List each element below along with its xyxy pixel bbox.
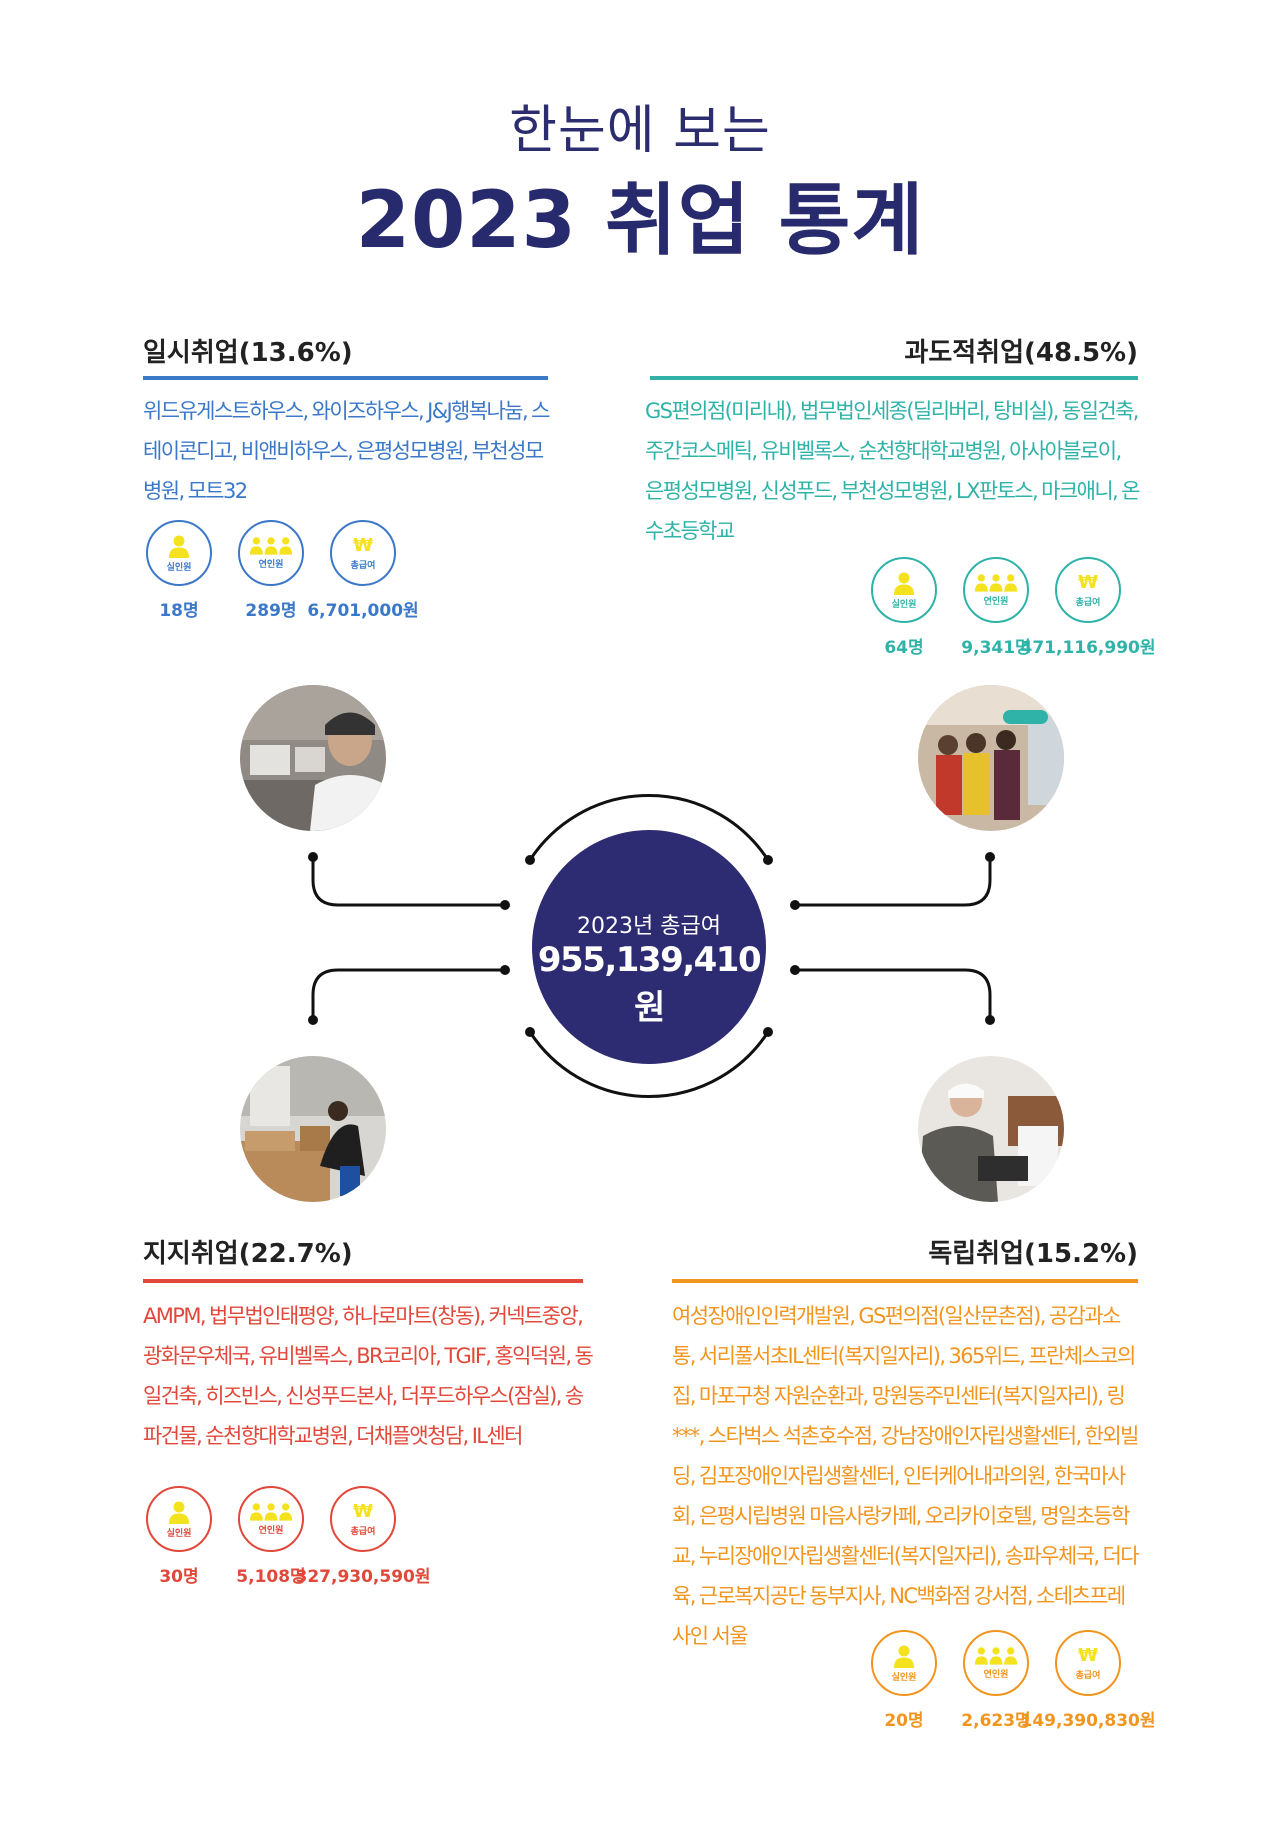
section-title-transitional: 과도적취업(48.5%) (904, 338, 1138, 368)
person-icon (892, 1644, 916, 1668)
stat-employees: 실인원 30명 (143, 1486, 215, 1587)
employees-badge: 실인원 (146, 1486, 212, 1552)
cumulative-value: 2,623명 (961, 1711, 1031, 1731)
employees-label: 실인원 (166, 562, 192, 573)
section-title-independent: 독립취업(15.2%) (928, 1239, 1138, 1269)
salary-value: 471,116,990원 (1020, 638, 1156, 658)
cumulative-badge: 연인원 (238, 520, 304, 586)
salary-badge: ₩ 총급여 (1055, 1630, 1121, 1696)
cumulative-value: 9,341명 (961, 638, 1031, 658)
photo-independent-work (918, 1056, 1064, 1202)
cumulative-label: 연인원 (258, 1526, 284, 1536)
section-rule-temporary (143, 376, 548, 380)
stat-cumulative: 연인원 9,341명 (960, 557, 1032, 658)
salary-value: 6,701,000원 (307, 601, 419, 621)
won-icon: ₩ (1078, 1644, 1098, 1666)
salary-label: 총급여 (350, 560, 376, 571)
group-icon (249, 1502, 293, 1521)
employees-label: 실인원 (891, 1672, 917, 1683)
stat-employees: 실인원 20명 (868, 1630, 940, 1731)
employees-value: 30명 (159, 1567, 199, 1587)
employees-label: 실인원 (891, 599, 917, 610)
salary-badge: ₩ 총급여 (1055, 557, 1121, 623)
section-rule-transitional (650, 376, 1138, 380)
section-title-temporary: 일시취업(13.6%) (143, 338, 353, 368)
section-title-supported: 지지취업(22.7%) (143, 1239, 353, 1269)
employees-value: 20명 (884, 1711, 924, 1731)
employees-value: 18명 (159, 601, 199, 621)
employees-badge: 실인원 (146, 520, 212, 586)
section-rule-supported (143, 1279, 583, 1283)
cumulative-label: 연인원 (983, 1670, 1009, 1680)
cumulative-badge: 연인원 (963, 557, 1029, 623)
won-icon: ₩ (353, 1500, 373, 1522)
stats-supported: 실인원 30명 연인원 5,108명 ₩ 총급여 327,930,590원 (143, 1486, 431, 1587)
employees-value: 64명 (884, 638, 924, 658)
stat-cumulative: 연인원 5,108명 (235, 1486, 307, 1587)
cumulative-label: 연인원 (258, 560, 284, 570)
salary-label: 총급여 (350, 1526, 376, 1537)
salary-label: 총급여 (1075, 1670, 1101, 1681)
person-icon (167, 1500, 191, 1524)
employees-label: 실인원 (166, 1528, 192, 1539)
stat-cumulative: 연인원 289명 (235, 520, 307, 621)
stats-transitional: 실인원 64명 연인원 9,341명 ₩ 총급여 471,116,990원 (868, 557, 1156, 658)
ring-arc-bottom (528, 1031, 770, 1098)
stat-employees: 실인원 18명 (143, 520, 215, 621)
won-icon: ₩ (353, 534, 373, 556)
connector-bottom-right (795, 968, 992, 1020)
page-title: 2023 취업 통계 (355, 176, 925, 266)
cumulative-value: 289명 (245, 601, 297, 621)
group-icon (974, 1646, 1018, 1665)
cumulative-label: 연인원 (983, 597, 1009, 607)
stats-independent: 실인원 20명 연인원 2,623명 ₩ 총급여 149,390,830원 (868, 1630, 1156, 1731)
won-icon: ₩ (1078, 571, 1098, 593)
photo-supported-work (240, 1056, 386, 1202)
stat-salary: ₩ 총급여 6,701,000원 (307, 520, 419, 621)
salary-badge: ₩ 총급여 (330, 520, 396, 586)
section-desc-temporary: 위드유게스트하우스, 와이즈하우스, J&J행복나눔, 스테이콘디고, 비앤비하… (143, 399, 550, 503)
section-desc-independent: 여성장애인인력개발원, GS편의점(일산문촌점), 공감과소통, 서리풀서초IL… (672, 1304, 1140, 1648)
salary-label: 총급여 (1075, 597, 1101, 608)
employees-badge: 실인원 (871, 557, 937, 623)
stat-salary: ₩ 총급여 149,390,830원 (1021, 1630, 1156, 1731)
section-desc-supported: AMPM, 법무법인태평양, 하나로마트(창동), 커넥트중앙, 광화문우체국,… (143, 1304, 594, 1448)
stat-salary: ₩ 총급여 471,116,990원 (1021, 557, 1156, 658)
section-desc-transitional: GS편의점(미리내), 법무법인세종(딜리버리, 탕비실), 동일건축, 주간코… (645, 399, 1141, 543)
cumulative-value: 5,108명 (236, 1567, 306, 1587)
section-rule-independent (672, 1279, 1138, 1283)
stat-salary: ₩ 총급여 327,930,590원 (296, 1486, 431, 1587)
ring-arc-top (528, 794, 770, 861)
photo-temporary-work (240, 685, 386, 831)
salary-value: 327,930,590원 (295, 1567, 431, 1587)
stat-cumulative: 연인원 2,623명 (960, 1630, 1032, 1731)
salary-value: 149,390,830원 (1020, 1711, 1156, 1731)
stat-employees: 실인원 64명 (868, 557, 940, 658)
total-salary-circle: 2023년 총급여 955,139,410원 (532, 830, 766, 1064)
connector-top-left (311, 857, 505, 907)
total-salary-value: 955,139,410원 (537, 940, 762, 1028)
photo-transitional-work (918, 685, 1064, 831)
connector-bottom-left (311, 968, 505, 1020)
total-salary-label: 2023년 총급여 (577, 914, 721, 939)
connector-top-right (795, 857, 992, 907)
stats-temporary: 실인원 18명 연인원 289명 ₩ 총급여 6,701,000원 (143, 520, 419, 621)
employees-badge: 실인원 (871, 1630, 937, 1696)
page-subtitle: 한눈에 보는 (509, 101, 771, 161)
salary-badge: ₩ 총급여 (330, 1486, 396, 1552)
cumulative-badge: 연인원 (963, 1630, 1029, 1696)
cumulative-badge: 연인원 (238, 1486, 304, 1552)
